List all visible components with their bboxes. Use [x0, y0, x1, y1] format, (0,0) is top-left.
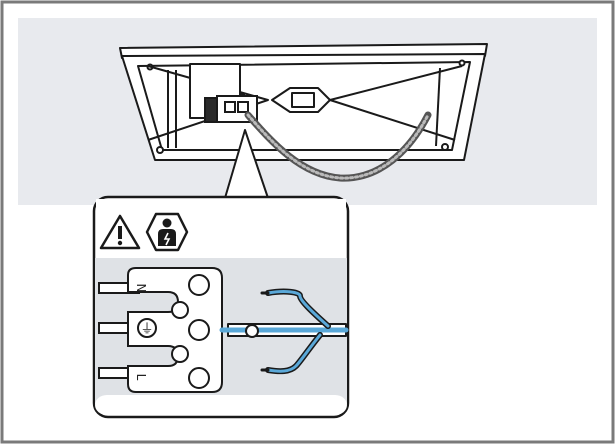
- hood-body: [119, 43, 488, 161]
- terminal-label-neutral: N: [134, 284, 148, 293]
- terminal-label-earth: ⏚: [140, 322, 153, 337]
- terminal-label-live: L: [134, 374, 148, 381]
- terminal-block: [127, 267, 223, 393]
- appliance-cable: [219, 288, 349, 375]
- warning-triangle-icon: [99, 214, 141, 250]
- qualified-electrician-icon: [145, 212, 189, 252]
